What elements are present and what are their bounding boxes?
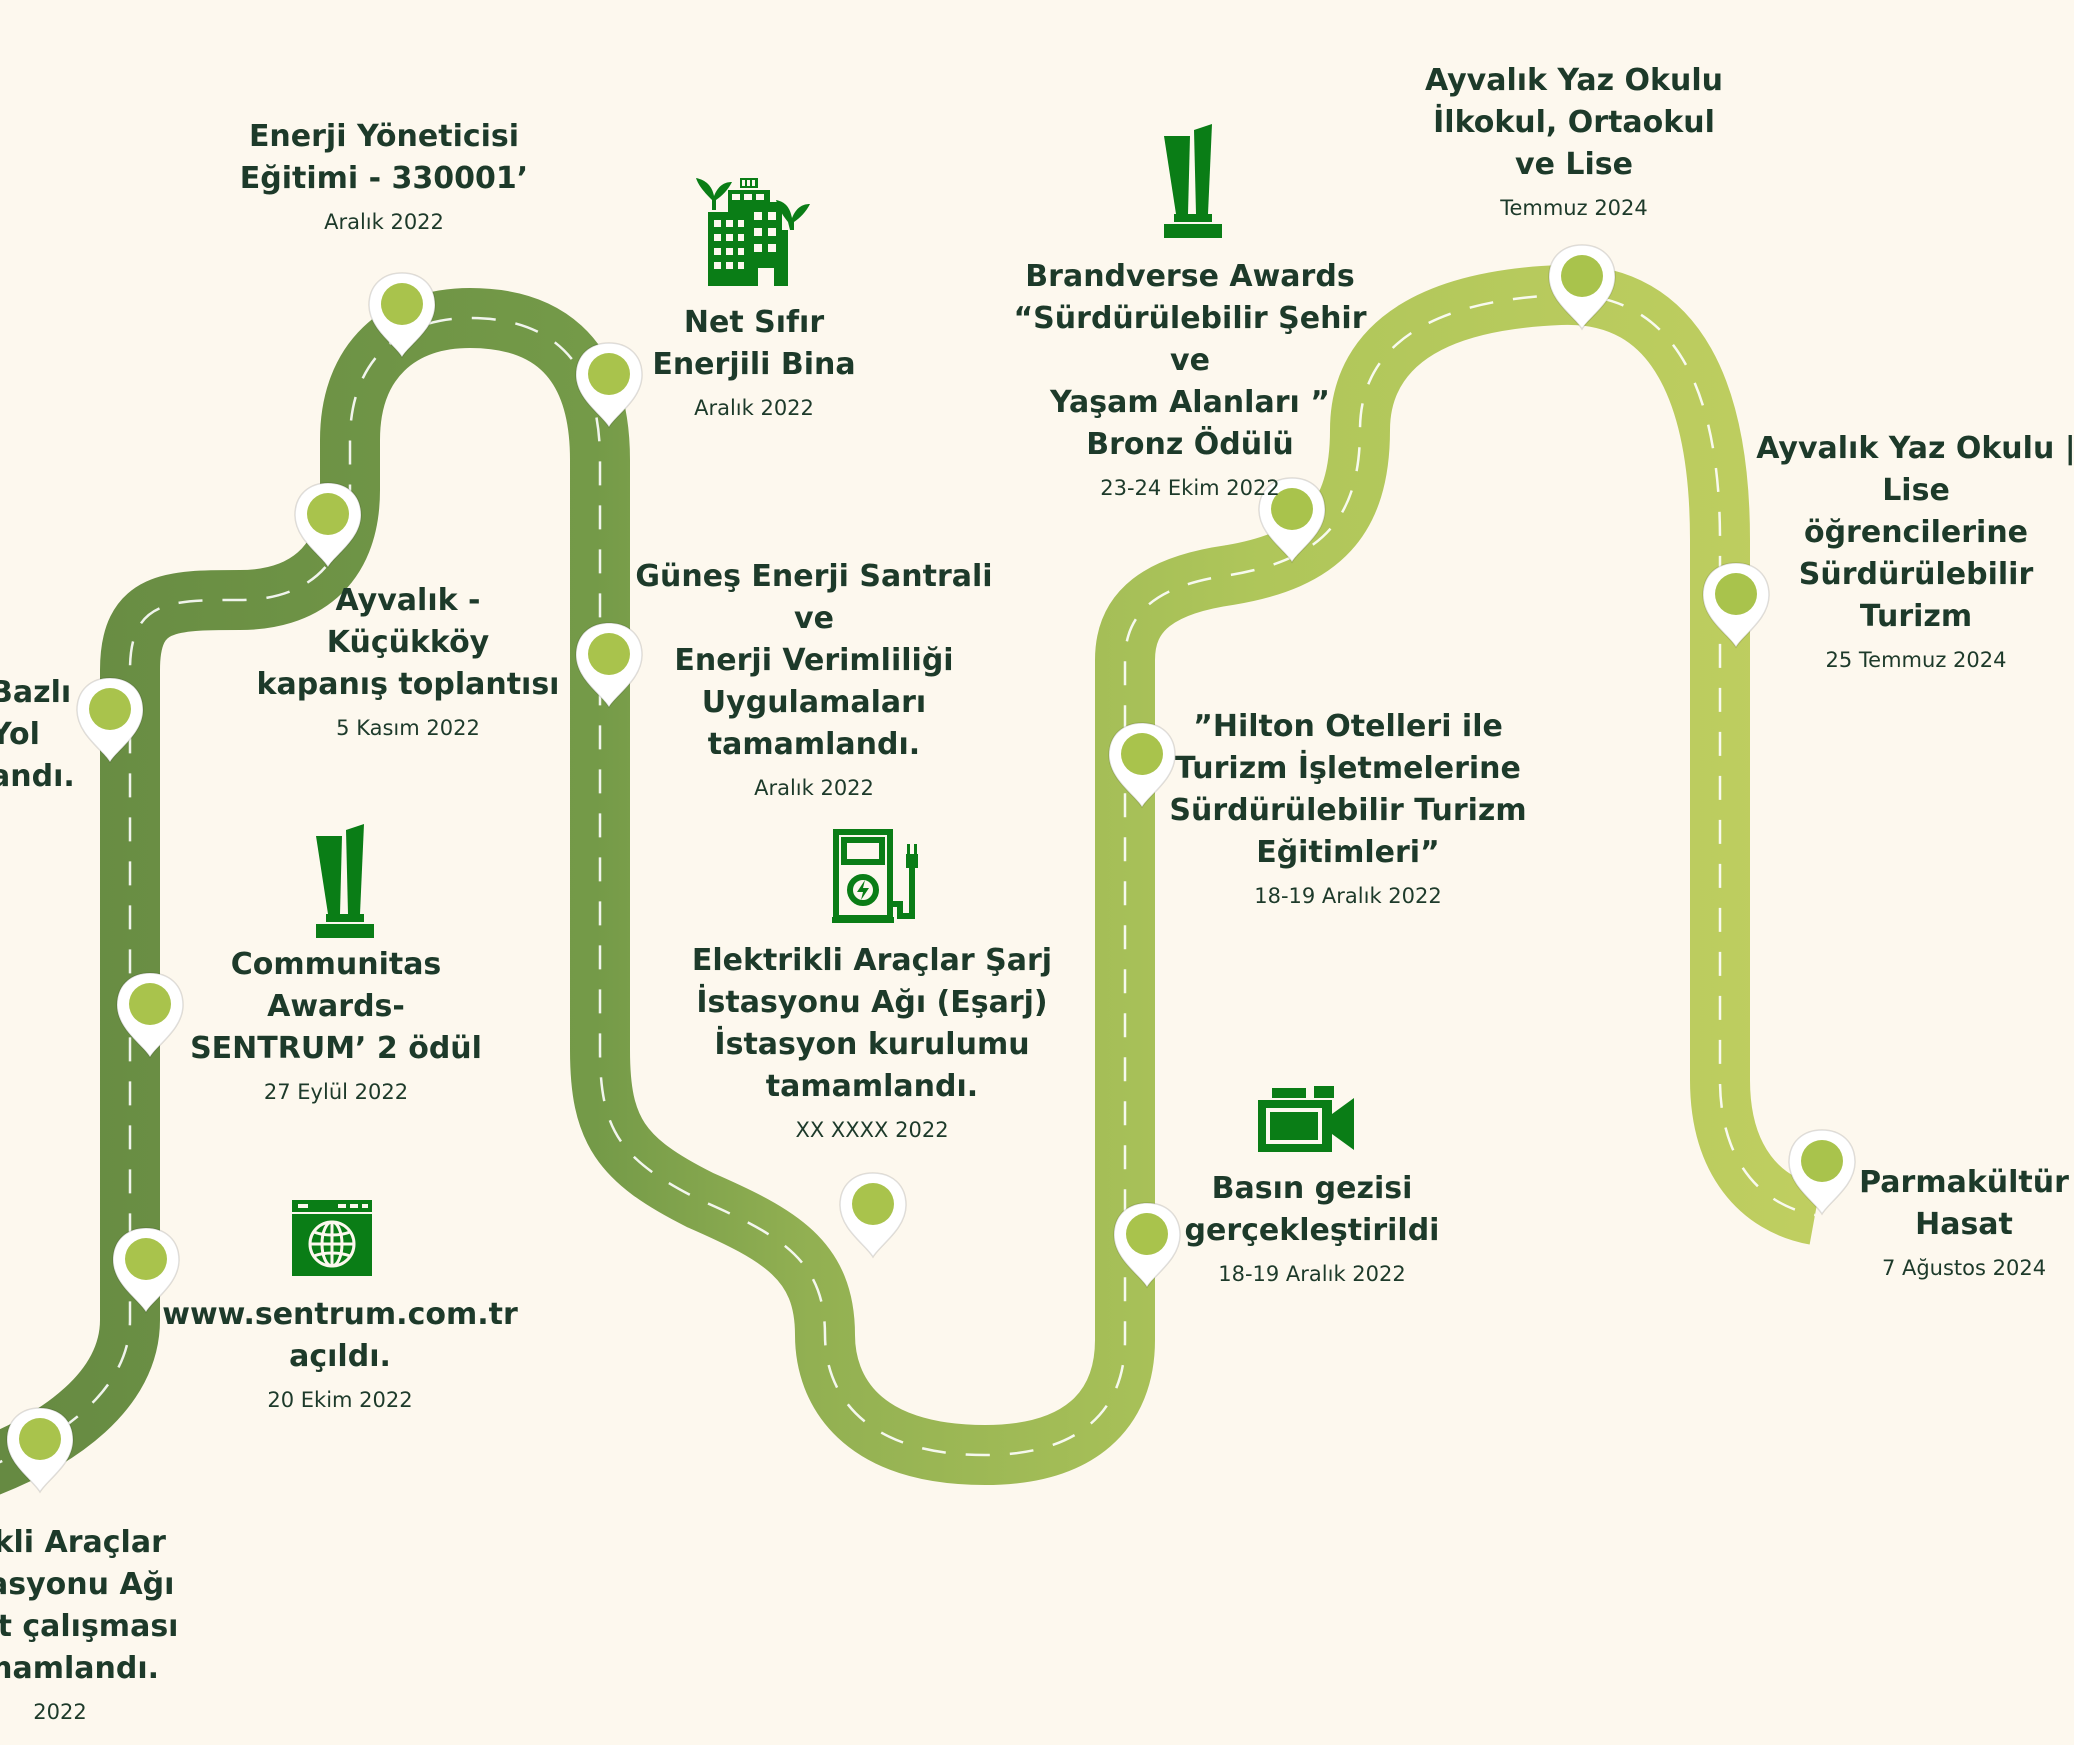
milestone-date: XX XXXX 2022 <box>795 1118 949 1142</box>
milestone-date: 18-19 Aralık 2022 <box>1254 884 1442 908</box>
map-pin-icon <box>575 342 643 429</box>
milestone-title: trikli Araçlar istasyonu Ağı etüt çalışm… <box>0 1525 179 1686</box>
map-pin-icon <box>368 272 436 359</box>
milestone-title: Ayvalık - Küçükköy kapanış toplantısı <box>256 583 560 702</box>
milestone-label: ”Hilton Otelleri ile Turizm İşletmelerin… <box>1148 706 1548 908</box>
milestone-title: ”Hilton Otelleri ile Turizm İşletmelerin… <box>1169 709 1527 870</box>
milestone-date: Aralık 2022 <box>754 776 874 800</box>
milestone-title: Basın gezisi gerçekleştirildi <box>1184 1171 1440 1248</box>
trophy-icon <box>316 824 374 938</box>
milestone-label: trikli Araçlar istasyonu Ağı etüt çalışm… <box>0 1522 225 1724</box>
map-pin-icon <box>112 1227 180 1314</box>
milestone-label: Basın gezisi gerçekleştirildi 18-19 Aral… <box>1152 1168 1472 1286</box>
website-globe-icon <box>292 1200 372 1276</box>
milestone-title: Brandverse Awards “Sürdürülebilir Şehir … <box>1013 259 1367 462</box>
map-pin-icon <box>839 1172 907 1259</box>
milestone-title: Güneş Enerji Santrali ve Enerji Verimlil… <box>635 559 993 762</box>
map-pin-icon <box>116 972 184 1059</box>
map-pin-icon <box>6 1407 74 1494</box>
milestone-title: Net Sıfır Enerjili Bina <box>652 305 856 382</box>
milestone-label: Brandverse Awards “Sürdürülebilir Şehir … <box>990 256 1390 500</box>
milestone-label: Enerji Yöneticisi Eğitimi - 330001’ Aral… <box>204 116 564 234</box>
milestone-date: 5 Kasım 2022 <box>336 716 480 740</box>
milestone-date: 7 Ağustos 2024 <box>1881 1256 2047 1280</box>
milestone-title: Ayvalık Yaz Okulu İlkokul, Ortaokul ve L… <box>1424 63 1724 182</box>
milestone-label: Ayvalık Yaz Okulu İlkokul, Ortaokul ve L… <box>1394 60 1754 220</box>
milestone-date: Temmuz 2024 <box>1500 196 1648 220</box>
milestone-date: 23-24 Ekim 2022 <box>1100 476 1280 500</box>
map-pin-icon <box>1788 1129 1856 1216</box>
map-pin-icon <box>294 482 362 569</box>
milestone-title: Communitas Awards- SENTRUM’ 2 ödül <box>190 947 482 1066</box>
milestone-label: Ayvalık - Küçükköy kapanış toplantısı 5 … <box>248 580 568 740</box>
milestone-label: Güneş Enerji Santrali ve Enerji Verimlil… <box>614 556 1014 800</box>
map-pin-icon <box>1258 477 1326 564</box>
map-pin-icon <box>1108 722 1176 809</box>
milestone-title: Bazlı Yol andı. <box>0 675 75 794</box>
map-pin-icon <box>1548 244 1616 331</box>
road-surface <box>0 264 1822 1495</box>
milestone-title: Enerji Yöneticisi Eğitimi - 330001’ <box>239 119 529 196</box>
milestone-title: Parmakültür Hasat <box>1859 1165 2069 1242</box>
milestone-date: 2022 <box>33 1700 87 1724</box>
milestone-label: Communitas Awards- SENTRUM’ 2 ödül 27 Ey… <box>176 944 496 1104</box>
milestone-label: Parmakültür Hasat 7 Ağustos 2024 <box>1824 1162 2074 1280</box>
milestone-title: Ayvalık Yaz Okulu | Lise öğrencilerine S… <box>1756 431 2074 634</box>
trophy-icon <box>1164 124 1222 238</box>
map-pin-icon <box>575 622 643 709</box>
green-building-icon <box>696 178 810 286</box>
milestone-label: Ayvalık Yaz Okulu | Lise öğrencilerine S… <box>1756 428 2074 672</box>
milestone-label: Elektrikli Araçlar Şarj İstasyonu Ağı (E… <box>672 940 1072 1142</box>
map-pin-icon <box>1702 562 1770 649</box>
map-pin-icon <box>1113 1202 1181 1289</box>
milestone-date: Aralık 2022 <box>694 396 814 420</box>
map-pin-icon <box>76 677 144 764</box>
milestone-date: 25 Temmuz 2024 <box>1825 648 2007 672</box>
milestone-label: www.sentrum.com.tr açıldı. 20 Ekim 2022 <box>150 1294 530 1412</box>
milestone-label: Bazlı Yol andı. <box>0 672 110 798</box>
milestone-date: 20 Ekim 2022 <box>267 1388 413 1412</box>
milestone-date: 18-19 Aralık 2022 <box>1218 1262 1406 1286</box>
milestone-date: 27 Eylül 2022 <box>263 1080 409 1104</box>
video-camera-icon <box>1258 1086 1354 1152</box>
milestone-title: Elektrikli Araçlar Şarj İstasyonu Ağı (E… <box>691 943 1053 1104</box>
milestone-date: Aralık 2022 <box>324 210 444 234</box>
ev-charger-icon <box>832 829 918 923</box>
milestone-title: www.sentrum.com.tr açıldı. <box>162 1297 518 1374</box>
milestone-label: Net Sıfır Enerjili Bina Aralık 2022 <box>604 302 904 420</box>
